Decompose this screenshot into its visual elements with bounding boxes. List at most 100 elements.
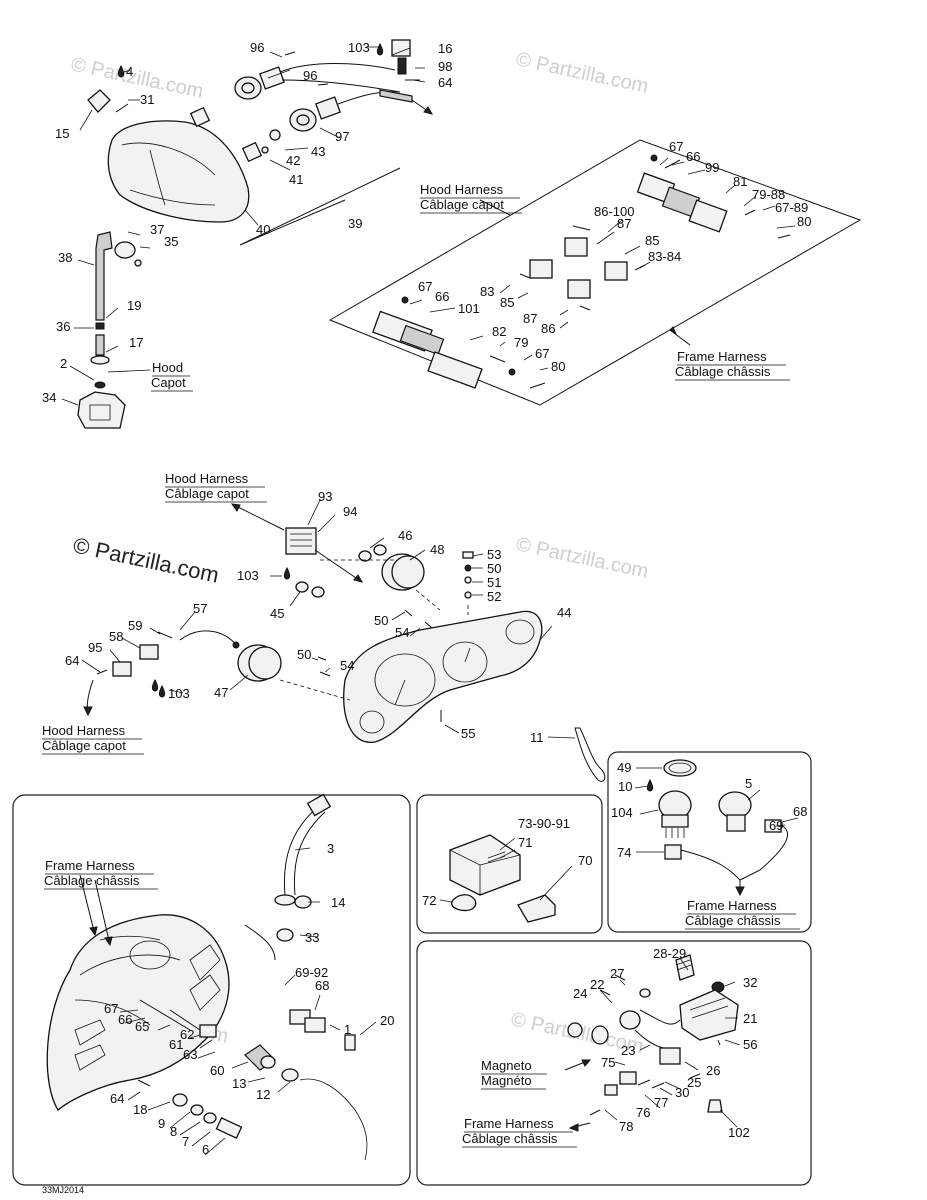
- callout: 87: [523, 311, 537, 326]
- watermark: © Partzilla.com: [514, 48, 650, 98]
- callout: 78: [619, 1119, 633, 1134]
- callout: 64: [110, 1091, 124, 1106]
- fuse-box-assembly: [439, 834, 573, 923]
- callout: 38: [58, 250, 72, 265]
- callout: 14: [331, 895, 345, 910]
- callout: 63: [183, 1047, 197, 1062]
- caption-cablage-chassis: Câblage châssis: [44, 873, 140, 888]
- callout: 58: [109, 629, 123, 644]
- callout: 71: [518, 835, 532, 850]
- callout: 68: [793, 804, 807, 819]
- callout: 64: [438, 75, 452, 90]
- callout: 96: [250, 40, 264, 55]
- instrument-panel: [81, 499, 606, 782]
- callout: 2: [60, 356, 67, 371]
- callout: 34: [42, 390, 56, 405]
- callout: 49: [617, 760, 631, 775]
- callout: 45: [270, 606, 284, 621]
- callout: 30: [675, 1085, 689, 1100]
- tachometer-assembly: [634, 759, 799, 897]
- callout: 17: [129, 335, 143, 350]
- callout: 54: [340, 658, 354, 673]
- callout: 12: [256, 1087, 270, 1102]
- callout: 83: [480, 284, 494, 299]
- watermark: © Partzilla.com: [514, 533, 650, 583]
- callout: 80: [797, 214, 811, 229]
- callout: 28-29: [653, 946, 686, 961]
- handlebar-assembly: [46, 793, 377, 1161]
- callout: 21: [743, 1011, 757, 1026]
- callout: 86-100: [594, 204, 634, 219]
- callout: 66: [686, 149, 700, 164]
- watermark: © Partzilla.com: [69, 53, 205, 103]
- callout: 73-90-91: [518, 816, 570, 831]
- callout: 43: [311, 144, 325, 159]
- callout: 79-88: [752, 187, 785, 202]
- callout: 75: [601, 1055, 615, 1070]
- caption-frame-harness: Frame Harness: [677, 349, 767, 364]
- callout: 41: [289, 172, 303, 187]
- callout: 24: [573, 986, 587, 1001]
- callout: 93: [318, 489, 332, 504]
- caption-hood-harness: Hood Harness: [42, 723, 126, 738]
- callout: 47: [214, 685, 228, 700]
- callout: 1: [344, 1022, 351, 1037]
- callout: 76: [636, 1105, 650, 1120]
- callout: 80: [551, 359, 565, 374]
- callout: 36: [56, 319, 70, 334]
- callout: 40: [256, 222, 270, 237]
- callout: 23: [621, 1043, 635, 1058]
- caption-cablage-chassis: Câblage châssis: [675, 364, 771, 379]
- caption-magneto: Magneto: [481, 1058, 532, 1073]
- caption-cablage-chassis: Câblage châssis: [685, 913, 781, 928]
- callout: 66: [435, 289, 449, 304]
- callout: 31: [140, 92, 154, 107]
- callout: 18: [133, 1102, 147, 1117]
- callout: 77: [654, 1095, 668, 1110]
- callout: 81: [733, 174, 747, 189]
- callout: 70: [578, 853, 592, 868]
- callout: 4: [126, 64, 133, 79]
- callout: 25: [687, 1075, 701, 1090]
- callout: 87: [617, 216, 631, 231]
- callout: 53: [487, 547, 501, 562]
- callout: 8: [170, 1124, 177, 1139]
- caption-hood: Hood: [152, 360, 183, 375]
- callout: 37: [150, 222, 164, 237]
- caption-cablage-capot: Câblage capot: [165, 486, 249, 501]
- callout: 96: [303, 68, 317, 83]
- callout: 50: [297, 647, 311, 662]
- callout: 10: [618, 779, 632, 794]
- callout: 101: [458, 301, 480, 316]
- callout: 42: [286, 153, 300, 168]
- hood-strut-assembly: [61, 231, 151, 429]
- callout: 26: [706, 1063, 720, 1078]
- callout: 60: [210, 1063, 224, 1078]
- callout: 103: [168, 686, 190, 701]
- callout: 5: [745, 776, 752, 791]
- callout: 13: [232, 1076, 246, 1091]
- caption-frame-harness: Frame Harness: [464, 1116, 554, 1131]
- callout: 67: [418, 279, 432, 294]
- callout: 85: [645, 233, 659, 248]
- callout: 103: [237, 568, 259, 583]
- callout: 57: [193, 601, 207, 616]
- callout: 48: [430, 542, 444, 557]
- caption-capot: Capot: [151, 375, 186, 390]
- panel-box-tach: [607, 751, 812, 933]
- callout: 67: [669, 139, 683, 154]
- callout: 82: [492, 324, 506, 339]
- callout: 99: [705, 160, 719, 175]
- callout: 97: [335, 129, 349, 144]
- callout: 69-92: [295, 965, 328, 980]
- callout: 103: [348, 40, 370, 55]
- callout: 104: [611, 805, 633, 820]
- callout: 52: [487, 589, 501, 604]
- caption-hood-harness: Hood Harness: [165, 471, 249, 486]
- caption-magneto-fr: Magnéto: [481, 1073, 532, 1088]
- callout: 9: [158, 1116, 165, 1131]
- callout: 102: [728, 1125, 750, 1140]
- callout: 67: [104, 1001, 118, 1016]
- headlight-assembly: [87, 39, 434, 223]
